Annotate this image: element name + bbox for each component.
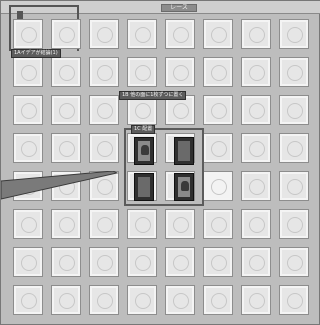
grid-cell[interactable]	[89, 57, 119, 87]
grid-cell[interactable]	[203, 285, 233, 315]
toolbar-highlight-button[interactable]: レース	[161, 4, 197, 12]
grid-cell[interactable]	[51, 57, 81, 87]
card-back-1[interactable]	[174, 137, 194, 165]
annotation-label-small: 1C 配置	[131, 125, 155, 134]
grid-cell[interactable]	[127, 209, 157, 239]
grid-cell[interactable]	[165, 19, 195, 49]
grid-cell[interactable]	[279, 133, 309, 163]
grid-cell[interactable]	[89, 247, 119, 277]
grid-cell[interactable]	[203, 247, 233, 277]
annotation-label-top-left: 1Aイデアが結論(1)	[11, 49, 61, 58]
pointer-arrow-icon	[1, 171, 121, 231]
card-back-icon	[138, 177, 150, 197]
grid-cell[interactable]	[279, 57, 309, 87]
grid-cell[interactable]	[165, 285, 195, 315]
grid-cell[interactable]	[279, 171, 309, 201]
grid-cell[interactable]	[127, 57, 157, 87]
grid-cell[interactable]	[51, 95, 81, 125]
portrait-icon	[178, 177, 190, 197]
grid-cell[interactable]	[51, 285, 81, 315]
grid-cell[interactable]	[127, 247, 157, 277]
grid-cell[interactable]	[279, 209, 309, 239]
card-back-2[interactable]	[134, 173, 154, 201]
grid-cell[interactable]	[279, 247, 309, 277]
card-portrait-2[interactable]	[174, 173, 194, 201]
grid-cell[interactable]	[13, 57, 43, 87]
grid-cell[interactable]	[13, 133, 43, 163]
grid-cell[interactable]	[203, 57, 233, 87]
grid-cell[interactable]	[203, 209, 233, 239]
card-back-icon	[178, 141, 190, 161]
grid-cell[interactable]	[241, 57, 271, 87]
grid-cell[interactable]	[203, 133, 233, 163]
grid-cell[interactable]	[127, 19, 157, 49]
grid-cell[interactable]	[89, 19, 119, 49]
annotation-label-middle: 1B 他の面に1枚ずつに置く	[119, 91, 186, 100]
grid-cell[interactable]	[51, 133, 81, 163]
grid-cell[interactable]	[165, 57, 195, 87]
grid-cell[interactable]	[165, 247, 195, 277]
grid-cell[interactable]	[241, 171, 271, 201]
grid-cell[interactable]	[13, 285, 43, 315]
grid-cell[interactable]	[13, 19, 43, 49]
grid-cell[interactable]	[279, 285, 309, 315]
grid-cell[interactable]	[13, 247, 43, 277]
grid-cell[interactable]	[13, 95, 43, 125]
grid-cell[interactable]	[127, 285, 157, 315]
grid-cell[interactable]	[89, 285, 119, 315]
grid-cell[interactable]	[165, 209, 195, 239]
grid-cell[interactable]	[241, 19, 271, 49]
grid-cell[interactable]	[241, 247, 271, 277]
grid-cell[interactable]	[203, 95, 233, 125]
grid-cell[interactable]	[203, 171, 233, 201]
grid-cell[interactable]	[241, 133, 271, 163]
grid-cell[interactable]	[241, 209, 271, 239]
grid-cell[interactable]	[89, 95, 119, 125]
grid-cell[interactable]	[279, 95, 309, 125]
grid-cell[interactable]	[51, 247, 81, 277]
grid-cell[interactable]	[241, 285, 271, 315]
grid-cell[interactable]	[89, 133, 119, 163]
grid-cell[interactable]	[279, 19, 309, 49]
grid-cell[interactable]	[203, 19, 233, 49]
card-portrait-1[interactable]	[134, 137, 154, 165]
portrait-icon	[138, 141, 150, 161]
grid-cell[interactable]	[51, 19, 81, 49]
grid-cell[interactable]	[241, 95, 271, 125]
